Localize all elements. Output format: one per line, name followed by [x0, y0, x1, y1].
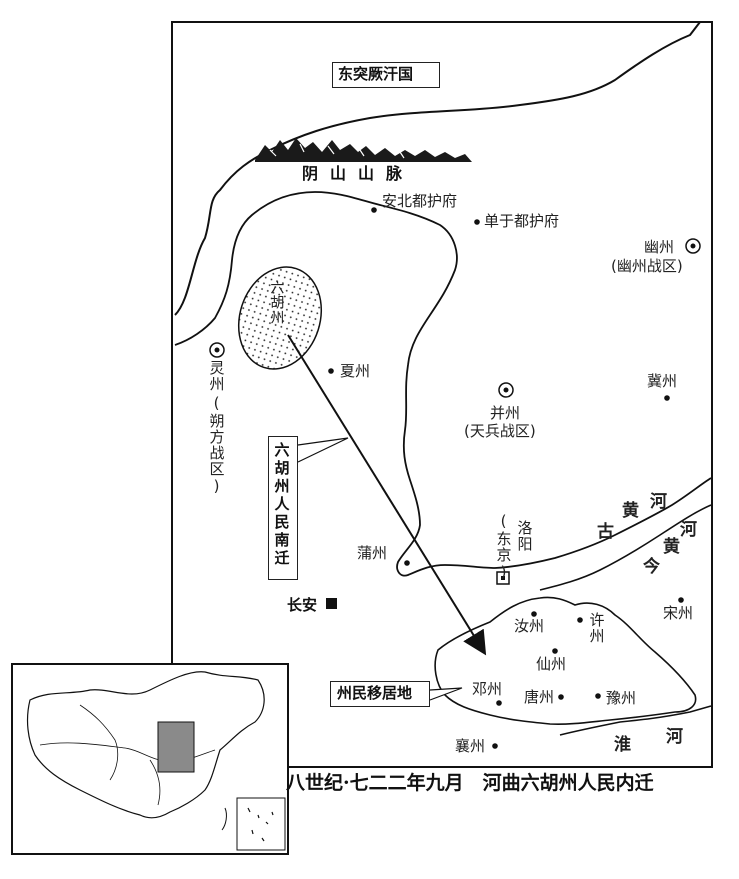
- inset-map: [11, 663, 289, 855]
- luoyang-label: 洛阳: [515, 520, 534, 552]
- yin-mountains-graphic: [255, 138, 472, 162]
- anbei-label: 安北都护府: [382, 192, 458, 210]
- old-yellow-river-char-3: 河: [650, 492, 667, 512]
- puzhou-label: 蒲州: [357, 544, 388, 562]
- huai-river-char-2: 河: [666, 727, 683, 747]
- settlement-region: [434, 596, 697, 725]
- new-yellow-river-char-2: 黄: [663, 537, 680, 557]
- jizhou-label: 冀州: [647, 372, 678, 390]
- youzhou-zone-label: (幽州战区): [611, 257, 683, 275]
- migration-label: 六胡州人民南迁: [272, 442, 291, 568]
- northern-boundary-line: [174, 21, 701, 316]
- bingzhou-label: 并州: [490, 404, 521, 422]
- xiazhou-label: 夏州: [340, 362, 371, 380]
- changan-label: 长安: [287, 596, 318, 614]
- khaganate-label: 东突厥汗国: [338, 65, 414, 83]
- settlement-label-box: [330, 681, 430, 707]
- dongjing-label: (东京): [494, 512, 513, 582]
- migration-callout-pointer: [297, 437, 349, 463]
- huai-river: [559, 705, 712, 736]
- new-yellow-river-char-1: 河: [680, 520, 697, 540]
- city-markers: [209, 207, 701, 749]
- migration-label-box: [268, 436, 298, 580]
- migration-arrow: [287, 334, 487, 656]
- liuhuzhou-area: [237, 266, 323, 370]
- bingzhou-zone-label: (天兵战区): [464, 422, 536, 440]
- ruzhou-label: 汝州: [514, 617, 545, 635]
- huai-river-char-1: 淮: [614, 735, 631, 755]
- lingzhou-zone-label: (朔方战区): [207, 394, 226, 496]
- xianzhou-label: 仙州: [536, 655, 567, 673]
- yellow-river-old-course: [174, 191, 712, 577]
- tangzhou-label: 唐州: [524, 688, 555, 706]
- songzhou-label: 宋州: [663, 604, 694, 622]
- map-frame: [171, 21, 713, 768]
- yellow-river-modern-course: [539, 504, 712, 591]
- map-caption: 八世纪·七二二年九月 河曲六胡州人民内迁: [286, 772, 654, 794]
- old-yellow-river-char-2: 黄: [622, 501, 639, 521]
- xiangzhou-label: 襄州: [455, 737, 486, 755]
- youzhou-label: 幽州: [644, 238, 675, 256]
- liuhuzhou-label: 六胡州: [268, 280, 285, 325]
- settlement-callout-pointer: [429, 687, 463, 701]
- lingzhou-label: 灵州: [207, 360, 226, 392]
- dengzhou-label: 邓州: [472, 680, 503, 698]
- khaganate-box: [332, 62, 440, 88]
- xuzhou-label: 许州: [587, 612, 606, 644]
- new-yellow-river-char-3: 今: [643, 557, 660, 577]
- old-yellow-river-char-1: 古: [597, 522, 614, 542]
- yuzhou-label: 豫州: [606, 689, 637, 707]
- mountains-label: 阴山山脉: [302, 164, 415, 183]
- chanyu-label: 单于都护府: [484, 212, 560, 230]
- settlement-label: 州民移居地: [337, 684, 413, 702]
